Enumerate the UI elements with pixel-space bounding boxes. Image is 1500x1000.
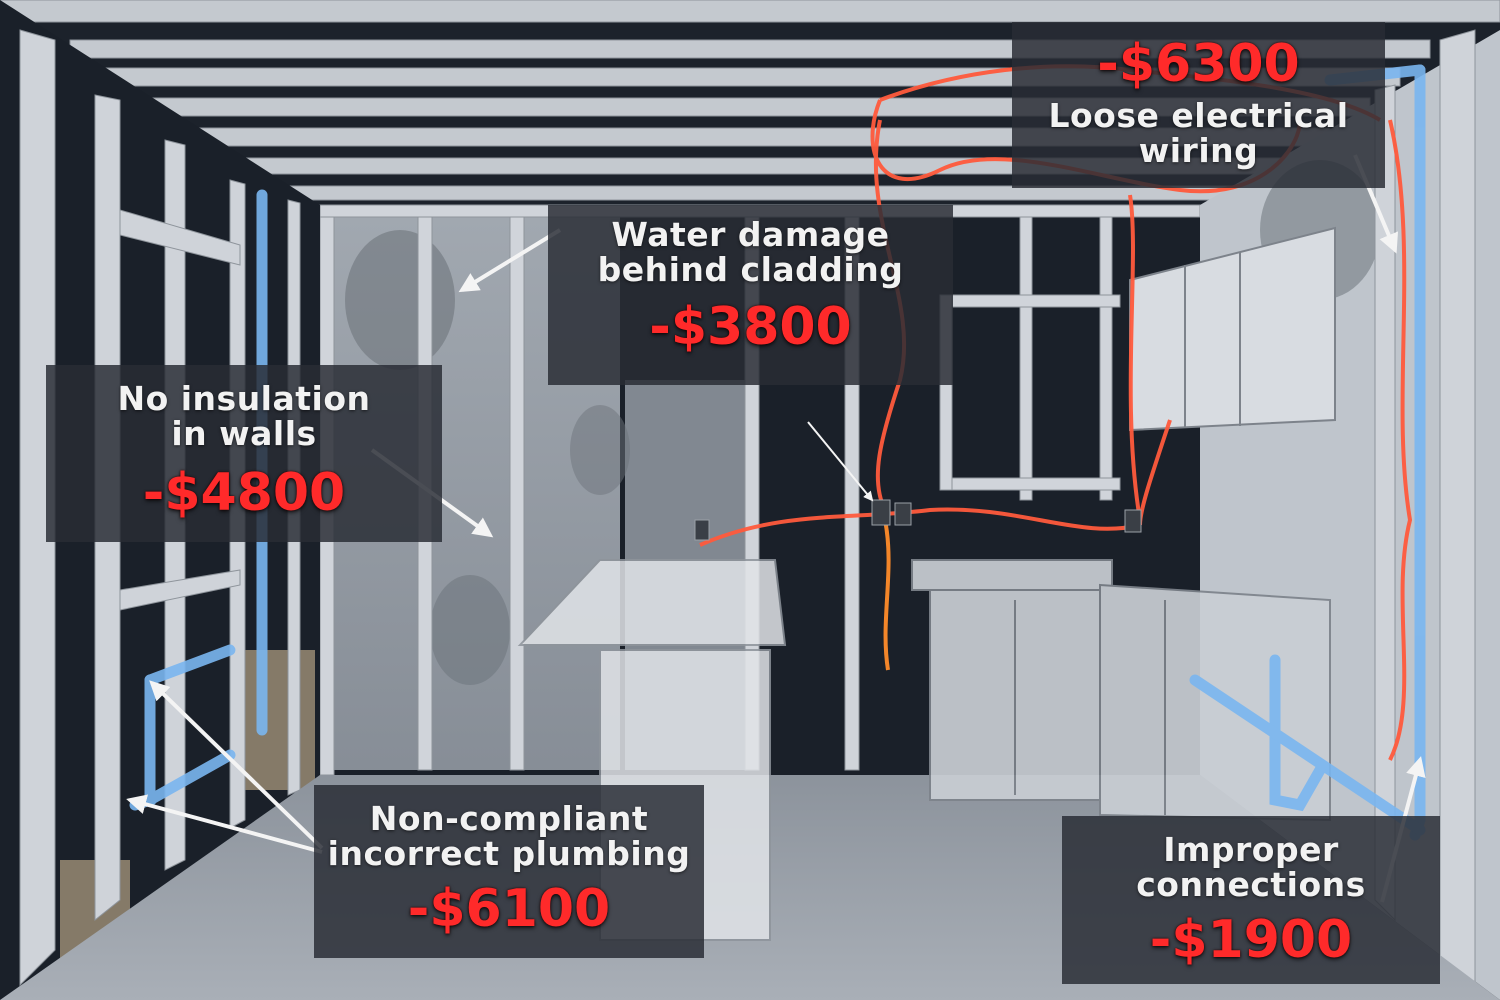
label-connections-line2: connections xyxy=(1136,865,1366,904)
label-loose-wiring-line1: Loose electrical xyxy=(1048,96,1349,135)
arrow-plumbing-upper xyxy=(149,680,324,850)
lower-cabinets xyxy=(911,559,1331,822)
label-plumbing-line1: Non-compliant xyxy=(369,799,649,838)
label-plumbing-line2: incorrect plumbing xyxy=(327,834,691,873)
callout-water-damage: Water damage behind cladding -$3800 xyxy=(548,205,953,385)
callout-loose-wiring: -$6300 Loose electrical wiring xyxy=(1012,22,1385,188)
label-connections-line1: Improper xyxy=(1163,830,1339,869)
arrow-water-damage xyxy=(458,228,562,293)
label-no-insulation-line2: in walls xyxy=(171,414,317,453)
arrow-plumbing-lower xyxy=(126,794,323,854)
label-water-damage-line1: Water damage xyxy=(611,215,890,254)
cost-connections: -$1900 xyxy=(1149,910,1353,970)
callout-improper-connections: Improper connections -$1900 xyxy=(1062,816,1440,984)
callout-no-insulation: No insulation in walls -$4800 xyxy=(46,365,442,542)
arrow-outlet xyxy=(807,421,874,502)
label-water-damage-line2: behind cladding xyxy=(597,250,904,289)
cost-loose-wiring: -$6300 xyxy=(1097,34,1300,94)
callout-plumbing: Non-compliant incorrect plumbing -$6100 xyxy=(314,785,704,958)
cost-plumbing: -$6100 xyxy=(407,879,611,939)
label-loose-wiring-line2: wiring xyxy=(1138,131,1259,170)
cost-no-insulation: -$4800 xyxy=(142,463,346,523)
cost-water-damage: -$3800 xyxy=(649,297,852,357)
label-no-insulation-line1: No insulation xyxy=(117,379,371,418)
upper-cabinets xyxy=(1129,226,1336,432)
outlet-boxes xyxy=(694,499,1142,541)
